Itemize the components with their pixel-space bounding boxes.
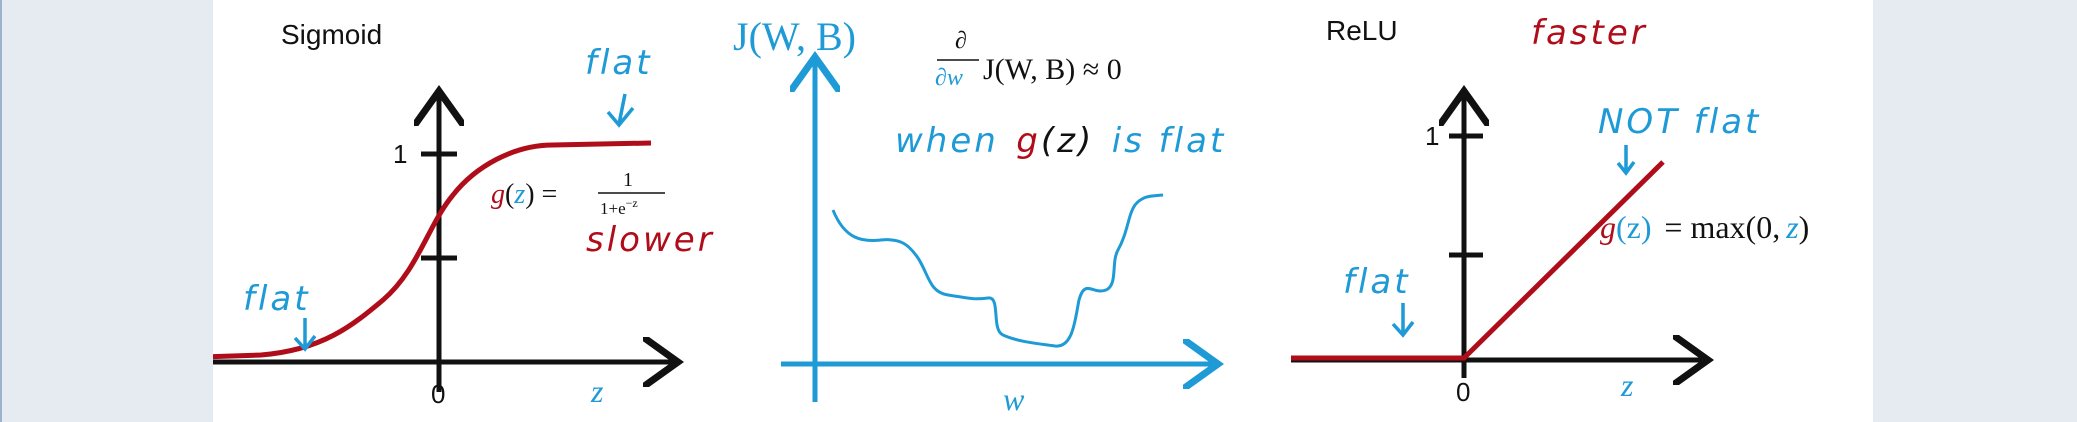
- relu-curve: [1291, 160, 1665, 361]
- relu-not-flat-arrow: [1616, 145, 1636, 176]
- cost-derivative-denominator: ∂w: [935, 65, 963, 91]
- sigmoid-curve: [213, 140, 652, 360]
- window-left-border: [0, 0, 2, 422]
- slide-canvas: Sigmoid 1 0 z g(z) = 1 1+e−z slower flat…: [213, 13, 1809, 417]
- relu-flat-arrow: [1391, 303, 1415, 338]
- sigmoid-tick-one-label: 1: [393, 139, 407, 169]
- relu-tick-one-label: 1: [1425, 121, 1439, 151]
- relu-title: ReLU: [1326, 15, 1398, 46]
- relu-x-axis-label: z: [1620, 367, 1634, 403]
- cost-panel: J(W, B) w ∂ ∂w J(W, B) ≈ 0 when g(z) is …: [733, 14, 1226, 417]
- relu-faster-note: faster: [1531, 13, 1648, 53]
- sigmoid-flat-left-note: flat: [243, 279, 311, 319]
- sigmoid-flat-top-arrow: [606, 93, 635, 128]
- sigmoid-tick-zero-label: 0: [431, 379, 445, 409]
- sigmoid-x-axis-label: z: [590, 373, 604, 409]
- sigmoid-formula-lhs: g(z) =: [491, 179, 557, 210]
- cost-derivative-expression: J(W, B) ≈ 0: [983, 53, 1122, 86]
- relu-flat-note: flat: [1343, 262, 1411, 302]
- relu-panel: ReLU faster 1 0 z g(z) = max(0,z) NOT fl…: [1291, 13, 1809, 407]
- cost-when-flat-note: when g(z) is flat: [895, 121, 1226, 161]
- sigmoid-slower-note: slower: [586, 220, 715, 260]
- cost-curve: [831, 193, 1164, 348]
- sigmoid-flat-top-note: flat: [585, 43, 653, 83]
- relu-tick-zero-label: 0: [1456, 377, 1470, 407]
- cost-x-axis-label: w: [1003, 381, 1025, 417]
- relu-formula: g(z) = max(0,z): [1600, 209, 1809, 245]
- sigmoid-formula-numerator: 1: [623, 169, 633, 191]
- relu-not-flat-note: NOT flat: [1598, 102, 1761, 142]
- lecture-slide: Sigmoid 1 0 z g(z) = 1 1+e−z slower flat…: [213, 0, 1873, 422]
- cost-y-axis-label: J(W, B): [733, 14, 856, 59]
- cost-derivative-numerator: ∂: [955, 28, 967, 54]
- sigmoid-panel: Sigmoid 1 0 z g(z) = 1 1+e−z slower flat…: [213, 19, 715, 409]
- sigmoid-flat-left-arrow: [293, 318, 317, 352]
- sigmoid-formula-denominator: 1+e−z: [600, 196, 638, 218]
- sigmoid-title: Sigmoid: [281, 19, 382, 50]
